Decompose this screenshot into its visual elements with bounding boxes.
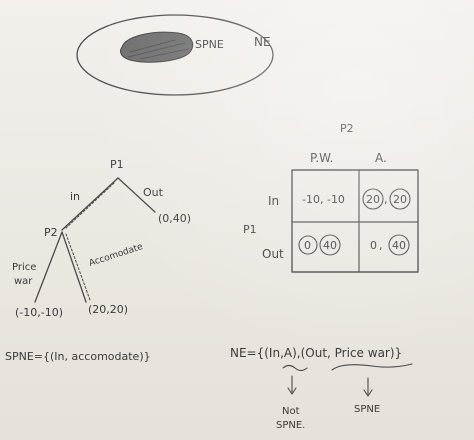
branch-accommodate: [61, 231, 87, 303]
out-payoff: (0,40): [158, 212, 191, 225]
matrix-grid: [291, 169, 419, 273]
cell-in-a-p2: 20: [393, 193, 407, 206]
branch-in: [61, 177, 119, 231]
cell-in-a-p1: 20: [366, 193, 380, 206]
venn-spne-label: SPNE: [195, 38, 224, 51]
row-header-in: In: [268, 194, 279, 208]
tree-out-label: Out: [143, 186, 164, 199]
ne-set-ellipse: [76, 14, 274, 96]
arrow-spne: [363, 377, 373, 397]
cell-out-pw-p2-circle: [319, 234, 341, 256]
cell-out-pw-p1-circle: [298, 235, 318, 255]
tree-p2-label: P2: [44, 226, 58, 239]
spne-statement: SPNE={(In, accomodate)}: [5, 350, 151, 363]
cell-out-a-p1: 0: [370, 239, 377, 252]
cell-in-a-p2-circle: [389, 188, 411, 210]
branch-out: [117, 177, 156, 213]
branch-accommodate-emphasis: [65, 233, 91, 301]
cell-out-pw-p1: 0: [304, 239, 311, 252]
matrix-p1-label: P1: [243, 223, 257, 236]
tree-p1-label: P1: [110, 158, 124, 171]
cell-in-a-comma: ,: [384, 193, 388, 206]
spne-shaded-blob: [120, 31, 194, 63]
price-war-payoff: (-10,-10): [15, 306, 63, 319]
cell-in-pw: -10, -10: [302, 193, 345, 206]
ne-statement: NE={(In,A),(Out, Price war)}: [230, 346, 402, 360]
venn-ne-label: NE: [254, 35, 271, 49]
ne-annotations: Not SPNE. SPNE: [276, 363, 413, 431]
cell-in-a-p1-circle: [362, 188, 384, 210]
price-war-label-2: war: [14, 276, 33, 287]
tree-in-label: in: [70, 190, 80, 203]
cell-out-a-comma: ,: [379, 239, 383, 252]
matrix-p2-label: P2: [340, 122, 354, 135]
curly-underline-out-pricewar: [331, 363, 413, 371]
cell-out-pw-p2: 40: [323, 239, 337, 252]
row-header-out: Out: [262, 247, 284, 261]
col-header-a: A.: [375, 151, 387, 165]
game-tree: P1 P2 in Out (0,40) Price war Accomodate…: [12, 158, 191, 319]
price-war-label-1: Price: [12, 262, 36, 273]
branch-price-war: [34, 231, 63, 303]
col-header-pw: P.W.: [310, 151, 333, 165]
venn-diagram: SPNE NE: [76, 14, 274, 96]
arrow-not-spne: [287, 375, 297, 395]
accommodate-label: Accomodate: [88, 242, 145, 269]
accommodate-payoff: (20,20): [88, 303, 128, 316]
wavy-underline-in-a: [282, 364, 308, 372]
branch-in-emphasis: [65, 182, 115, 229]
cell-out-a-p2: 40: [392, 239, 406, 252]
not-spne-label-2: SPNE.: [276, 420, 305, 431]
not-spne-label-1: Not: [282, 406, 300, 417]
cell-out-a-p2-circle: [388, 234, 410, 256]
payoff-matrix: P2 P.W. A. P1 In Out -10, -10 20 , 20 0 …: [243, 122, 419, 273]
spne-shading-hatch: [127, 39, 189, 60]
spne-label: SPNE: [354, 404, 380, 415]
